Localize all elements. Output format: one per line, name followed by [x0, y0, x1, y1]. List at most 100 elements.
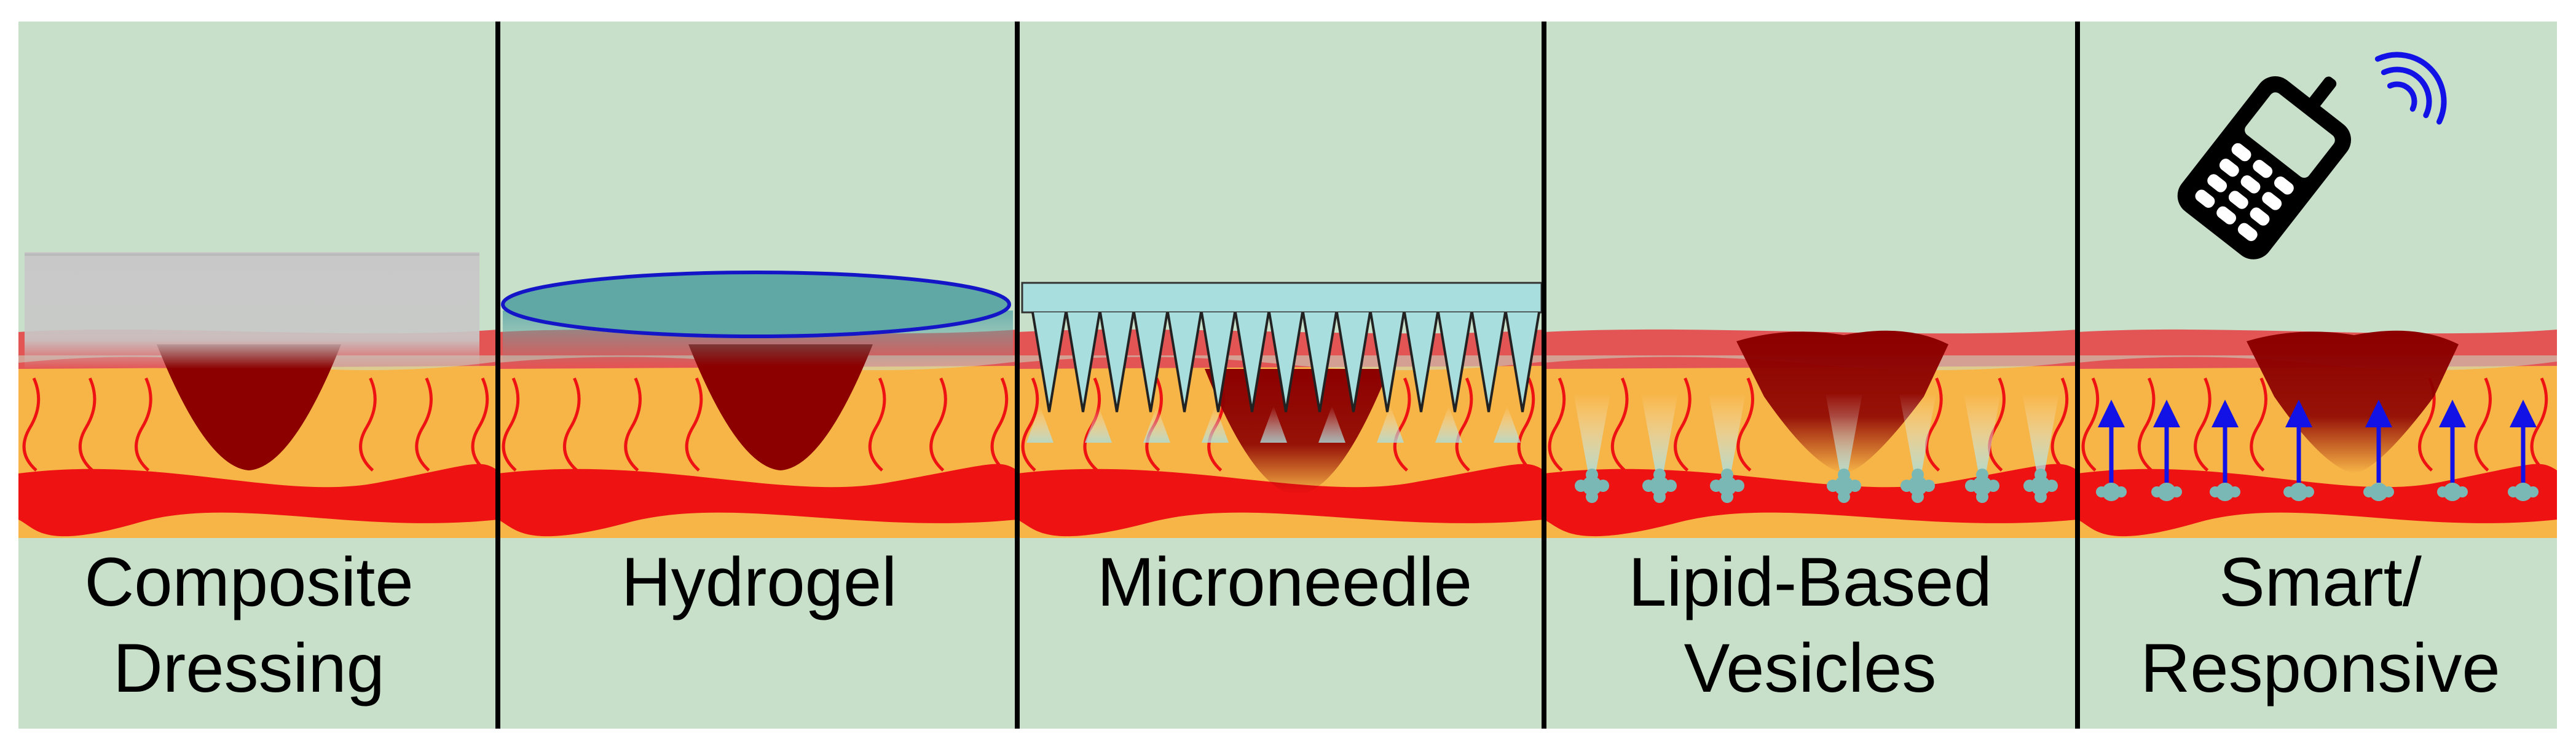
vesicle-lobe-left-1	[1575, 480, 1587, 492]
signal-arc-2	[2381, 66, 2432, 119]
capillary-5-1	[2081, 377, 2100, 472]
phone-key-12	[2237, 223, 2258, 242]
panel-dividers	[495, 22, 2080, 729]
vesicle-lobe-bottom-6	[1976, 491, 1988, 503]
capillary-1-3	[135, 377, 152, 472]
responsive-release-3	[2210, 400, 2240, 501]
vesicle-lobe-top-7	[2034, 469, 2047, 481]
vesicle-lobe-left-3	[1710, 480, 1722, 492]
carrier-lobe-right-4	[2303, 486, 2314, 497]
phone-antenna	[2307, 76, 2337, 110]
capillary-5-3	[2194, 377, 2212, 472]
capillary-3-1	[1021, 377, 1039, 472]
vesicle-lobe-bottom-4	[1838, 491, 1850, 503]
label-hydrogel: Hydrogel	[621, 544, 897, 620]
vesicle-lobe-bottom-5	[1912, 491, 1924, 503]
vesicle-core-6	[1972, 476, 1992, 496]
vesicle-lobe-left-4	[1827, 480, 1839, 492]
carrier-lobe-right-3	[2229, 486, 2240, 497]
capillary-4-3	[1674, 377, 1692, 472]
signal-waves-icon	[2374, 52, 2447, 125]
release-arrow-head-2	[2153, 400, 2180, 427]
vesicle-release-2	[1641, 394, 1678, 473]
capillary-4-9	[2050, 377, 2069, 472]
lipid-vesicle-4	[1827, 469, 1861, 503]
responsive-release-1	[2096, 400, 2127, 501]
capillary-3-8	[1455, 377, 1473, 472]
capillary-1-1	[22, 377, 41, 472]
capillary-1-2	[78, 377, 97, 472]
carrier-lobe-left-7	[2508, 486, 2519, 497]
composite-dressing-pad	[25, 252, 479, 369]
carrier-core-5	[2369, 483, 2388, 501]
carrier-lobe-right-7	[2527, 486, 2539, 497]
vesicle-lobe-bottom-1	[1586, 491, 1598, 503]
release-arrow-head-3	[2212, 400, 2239, 427]
responsive-release-5	[2363, 400, 2394, 501]
vesicle-lobe-left-5	[1900, 480, 1913, 492]
label-smart-line-2: Responsive	[2140, 630, 2500, 706]
carrier-lobe-left-5	[2363, 486, 2374, 497]
carrier-lobe-left-1	[2096, 486, 2107, 497]
vesicle-release-7	[2022, 394, 2059, 473]
vesicle-lobe-top-5	[1912, 469, 1924, 481]
vesicle-lobe-right-5	[1923, 480, 1935, 492]
capillary-5-8	[2474, 377, 2492, 472]
vesicle-lobe-left-2	[1642, 480, 1655, 492]
vesicle-lobe-top-1	[1586, 469, 1598, 481]
drug-diffusion-7	[1377, 406, 1404, 443]
responsive-release-6	[2437, 400, 2468, 501]
capillary-4-2	[1610, 377, 1629, 472]
capillary-5-9	[2530, 377, 2548, 472]
vesicle-lobe-top-2	[1653, 469, 1666, 481]
capillary-5-4	[2250, 377, 2267, 472]
release-arrow-head-6	[2439, 400, 2466, 427]
carrier-lobe-left-4	[2283, 486, 2294, 497]
drug-diffusion-9	[1494, 406, 1521, 443]
blood-vessel-band-3	[1017, 464, 1544, 537]
vesicle-lobe-bottom-7	[2034, 491, 2047, 503]
phone-key-3	[2274, 176, 2294, 195]
capillary-2-3	[624, 377, 642, 472]
phone-key-9	[2250, 207, 2270, 226]
wound-5	[2247, 330, 2459, 473]
phone-key-4	[2219, 159, 2239, 177]
capillary-4-1	[1548, 377, 1566, 472]
vesicle-core-2	[1650, 476, 1669, 496]
capillary-2-9	[990, 377, 1009, 472]
lipid-vesicle-3	[1710, 469, 1744, 503]
carrier-lobe-right-1	[2116, 486, 2127, 497]
hydrogel-disc	[501, 271, 1011, 338]
capillary-4-8	[1988, 377, 2006, 472]
drug-diffusion-2	[1085, 406, 1112, 443]
release-arrow-head-5	[2365, 400, 2392, 427]
drug-diffusion-4	[1202, 406, 1229, 443]
panel-labels: Composite Dressing Hydrogel Microneedle …	[84, 544, 2500, 706]
label-microneedle: Microneedle	[1097, 544, 1472, 620]
label-composite-line-1: Composite	[84, 544, 413, 620]
vesicle-core-7	[2031, 476, 2050, 496]
responsive-release-4	[2283, 400, 2314, 501]
label-lipid-line-1: Lipid-Based	[1628, 544, 1992, 620]
mobile-phone-icon	[2177, 76, 2351, 259]
blood-vessel-band-4	[1544, 464, 2078, 537]
drug-diffusion-1	[1026, 406, 1054, 443]
microneedle-backing	[1021, 282, 1543, 314]
signal-arc-3	[2374, 52, 2447, 125]
blood-vessel-band-2	[498, 464, 1017, 537]
release-arrow-head-7	[2510, 400, 2537, 427]
phone-key-6	[2262, 192, 2282, 210]
microneedle-array	[1031, 312, 1540, 413]
carrier-core-4	[2290, 483, 2308, 501]
capillary-3-7	[1393, 377, 1411, 472]
vesicle-lobe-bottom-3	[1721, 491, 1733, 503]
carrier-core-7	[2514, 483, 2532, 501]
vesicle-release-4	[1826, 394, 1862, 473]
drug-diffusion-6	[1318, 406, 1345, 443]
phone-key-8	[2228, 191, 2248, 209]
carrier-lobe-left-3	[2210, 486, 2221, 497]
capillary-2-8	[929, 377, 947, 472]
capillary-2-1	[502, 377, 520, 472]
phone-key-5	[2240, 175, 2261, 194]
